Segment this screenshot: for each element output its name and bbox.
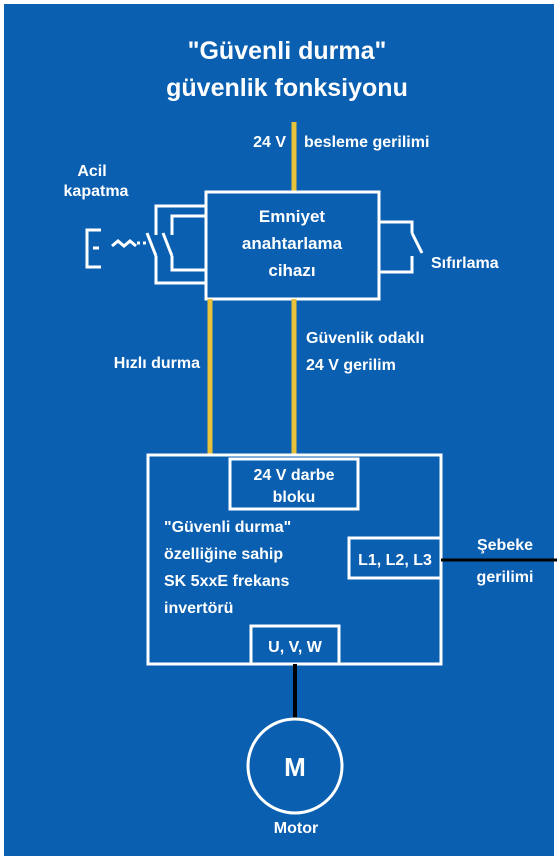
fast-stop-label: Hızlı durma <box>114 355 200 372</box>
emergency-stop-label-2: kapatma <box>64 183 129 200</box>
reset-label: Sıfırlama <box>431 255 499 272</box>
diagram-background <box>4 4 554 856</box>
inverter-label-3: SK 5xxE frekans <box>164 573 290 590</box>
supply-label: besleme gerilimi <box>304 134 429 151</box>
safety-relay-label-2: anahtarlama <box>242 234 343 253</box>
motor-label: Motor <box>274 820 318 837</box>
mains-terminals-box <box>347 536 443 580</box>
emergency-stop-label-1: Acil <box>77 163 106 180</box>
safe-voltage-label-2: 24 V gerilim <box>306 357 396 374</box>
pulse-block-box <box>228 457 360 511</box>
inverter-label-2: özelliğine sahip <box>164 546 283 563</box>
reset-switch-icon <box>379 220 424 274</box>
inverter-label-1: "Güvenli durma" <box>164 519 291 536</box>
pulse-block-label-2: bloku <box>273 489 316 506</box>
safety-relay-label-3: cihazı <box>268 261 315 280</box>
title-line-1: "Güvenli durma" <box>188 37 387 65</box>
mains-terminals-label: L1, L2, L3 <box>358 552 432 569</box>
safe-voltage-label-1: Güvenlik odaklı <box>306 330 424 347</box>
mains-label-2: gerilimi <box>477 569 534 586</box>
safety-relay-label-1: Emniyet <box>259 207 325 226</box>
title-line-2: güvenlik fonksiyonu <box>166 74 408 102</box>
motor-circle <box>246 717 344 815</box>
inverter-label-4: invertörü <box>164 600 233 617</box>
motor-symbol: M <box>284 752 306 782</box>
supply-voltage-label: 24 V <box>253 134 286 151</box>
emergency-stop-switch-icon <box>85 204 206 285</box>
mains-label-1: Şebeke <box>477 537 533 554</box>
motor-terminals-label: U, V, W <box>268 639 323 656</box>
pulse-block-label-1: 24 V darbe <box>254 467 335 484</box>
